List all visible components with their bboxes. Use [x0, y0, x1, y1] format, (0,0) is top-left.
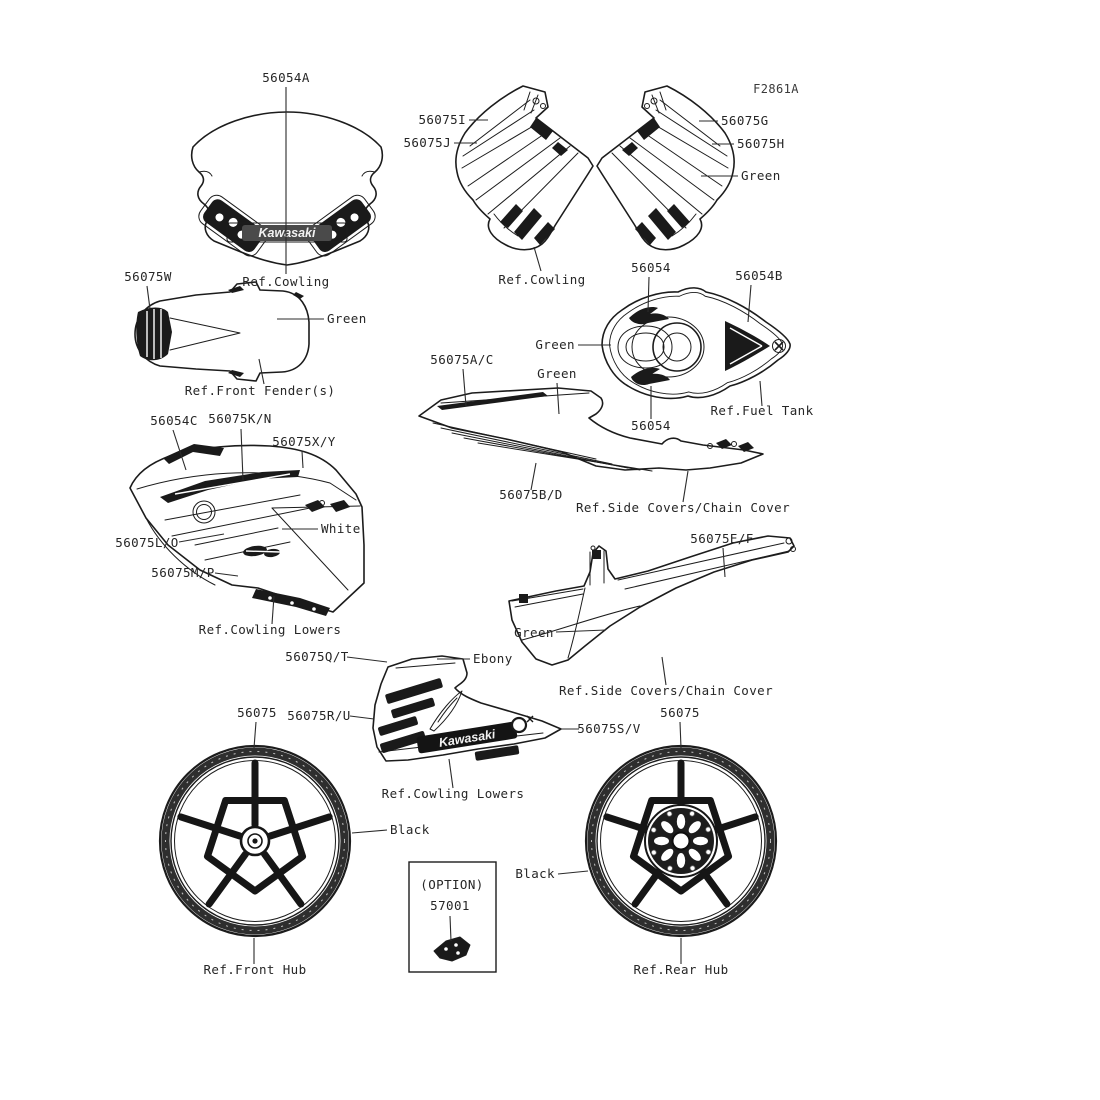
- rear-wheel-color-label: Black: [515, 866, 555, 881]
- chain-cover-drawing: [508, 535, 796, 666]
- fender-part-label: 56075W: [124, 269, 172, 284]
- chain-cover-color-label: Green: [514, 625, 554, 640]
- labels: F2861A 56054A Ref.Cowling 56075I 56075J …: [115, 70, 813, 977]
- windshield-logo-decal: Kawasaki: [259, 226, 317, 240]
- option-box: [408, 861, 497, 973]
- front-fender-drawing: [134, 281, 310, 382]
- lowers-left-part-e-label: 56075M/P: [151, 565, 214, 580]
- cowling-lowers-logo-decal: Kawasaki: [438, 727, 497, 750]
- cowling-lowers-mid-drawing: Kawasaki: [372, 655, 562, 762]
- front-cowling-drawing: [455, 85, 735, 251]
- side-cover-drawing: [418, 387, 764, 472]
- front-wheel-ref-label: Ref.Front Hub: [203, 962, 306, 977]
- tank-part-lower-label: 56054: [631, 418, 671, 433]
- side-cover-part-front-label: 56075A/C: [430, 352, 493, 367]
- windshield-ref-label: Ref.Cowling: [242, 274, 329, 289]
- cowling-lowers-left-drawing: [129, 444, 365, 616]
- tank-color-label: Green: [535, 337, 575, 352]
- rear-wheel-ref-label: Ref.Rear Hub: [633, 962, 728, 977]
- lowers-left-part-a-label: 56054C: [150, 413, 198, 428]
- leader-lines: [146, 87, 763, 964]
- fender-ref-label: Ref.Front Fender(s): [185, 383, 336, 398]
- cowling-ref-label: Ref.Cowling: [498, 272, 585, 287]
- lowers-mid-part-left-label: 56075R/U: [287, 708, 350, 723]
- fender-color-label: Green: [327, 311, 367, 326]
- lowers-mid-ref-label: Ref.Cowling Lowers: [382, 786, 525, 801]
- lowers-left-part-c-label: 56075X/Y: [272, 434, 335, 449]
- windshield-part-label: 56054A: [262, 70, 310, 85]
- cowling-part-right-lower-label: 56075H: [737, 136, 785, 151]
- tank-ref-label: Ref.Fuel Tank: [710, 403, 813, 418]
- lowers-left-part-b-label: 56075K/N: [208, 411, 271, 426]
- chain-cover-ref-label: Ref.Side Covers/Chain Cover: [559, 683, 773, 698]
- lowers-mid-color-label: Ebony: [473, 651, 513, 666]
- tank-part-right-label: 56054B: [735, 268, 783, 283]
- lowers-left-color-label: White: [321, 521, 361, 536]
- lowers-mid-part-top-label: 56075Q/T: [285, 649, 348, 664]
- cowling-color-label: Green: [741, 168, 781, 183]
- option-part-label: 57001: [430, 898, 470, 913]
- side-cover-ref-label: Ref.Side Covers/Chain Cover: [576, 500, 790, 515]
- cowling-part-left-lower-label: 56075J: [403, 135, 451, 150]
- option-part-drawing: [433, 936, 471, 962]
- lowers-left-ref-label: Ref.Cowling Lowers: [199, 622, 342, 637]
- lowers-left-part-d-label: 56075L/O: [115, 535, 178, 550]
- front-wheel-part-label: 56075: [237, 705, 277, 720]
- figure-code-label: F2861A: [753, 82, 799, 96]
- option-label: (OPTION): [420, 877, 483, 892]
- side-cover-part-rear-label: 56075B/D: [499, 487, 562, 502]
- cowling-part-left-upper-label: 56075I: [418, 112, 466, 127]
- lowers-mid-part-right-label: 56075S/V: [577, 721, 640, 736]
- cowling-part-right-upper-label: 56075G: [721, 113, 769, 128]
- rear-wheel-part-label: 56075: [660, 705, 700, 720]
- fuel-tank-drawing: [601, 287, 791, 400]
- rear-wheel-drawing: [586, 746, 776, 936]
- chain-cover-part-label: 56075E/F: [690, 531, 753, 546]
- windshield-drawing: Kawasaki: [190, 111, 384, 266]
- front-wheel-drawing: [160, 746, 350, 936]
- front-wheel-color-label: Black: [390, 822, 430, 837]
- side-cover-color-label: Green: [537, 366, 577, 381]
- tank-part-upper-label: 56054: [631, 260, 671, 275]
